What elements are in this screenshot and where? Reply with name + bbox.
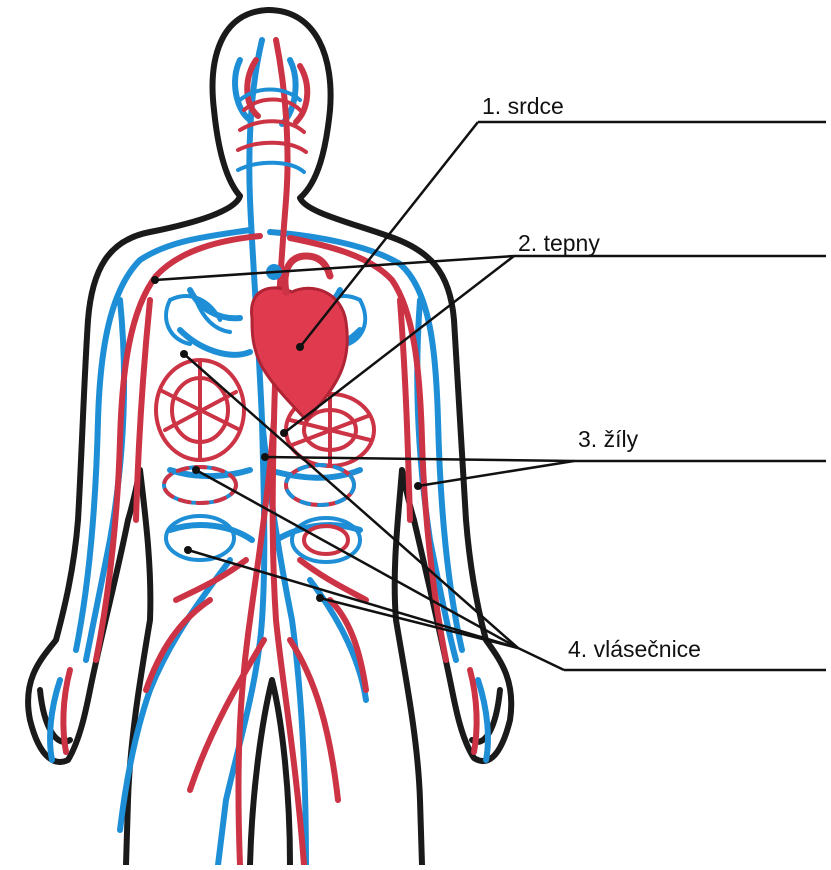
label-number: 2. bbox=[518, 230, 537, 256]
label-text: tepny bbox=[544, 230, 600, 256]
label-text: žíly bbox=[604, 426, 639, 452]
label-text: srdce bbox=[508, 93, 564, 119]
label-number: 3. bbox=[578, 426, 597, 452]
label-number: 4. bbox=[568, 636, 587, 662]
label-tepny: 2. tepny bbox=[518, 232, 600, 255]
label-vlasecnice: 4. vlásečnice bbox=[568, 638, 701, 661]
label-number: 1. bbox=[482, 93, 501, 119]
leader-vlasecnice bbox=[184, 354, 826, 670]
heart-shape bbox=[252, 288, 348, 420]
aorta-arch bbox=[285, 256, 330, 292]
label-zily: 3. žíly bbox=[578, 428, 638, 451]
label-text: vlásečnice bbox=[594, 636, 701, 662]
label-srdce: 1. srdce bbox=[482, 95, 564, 118]
